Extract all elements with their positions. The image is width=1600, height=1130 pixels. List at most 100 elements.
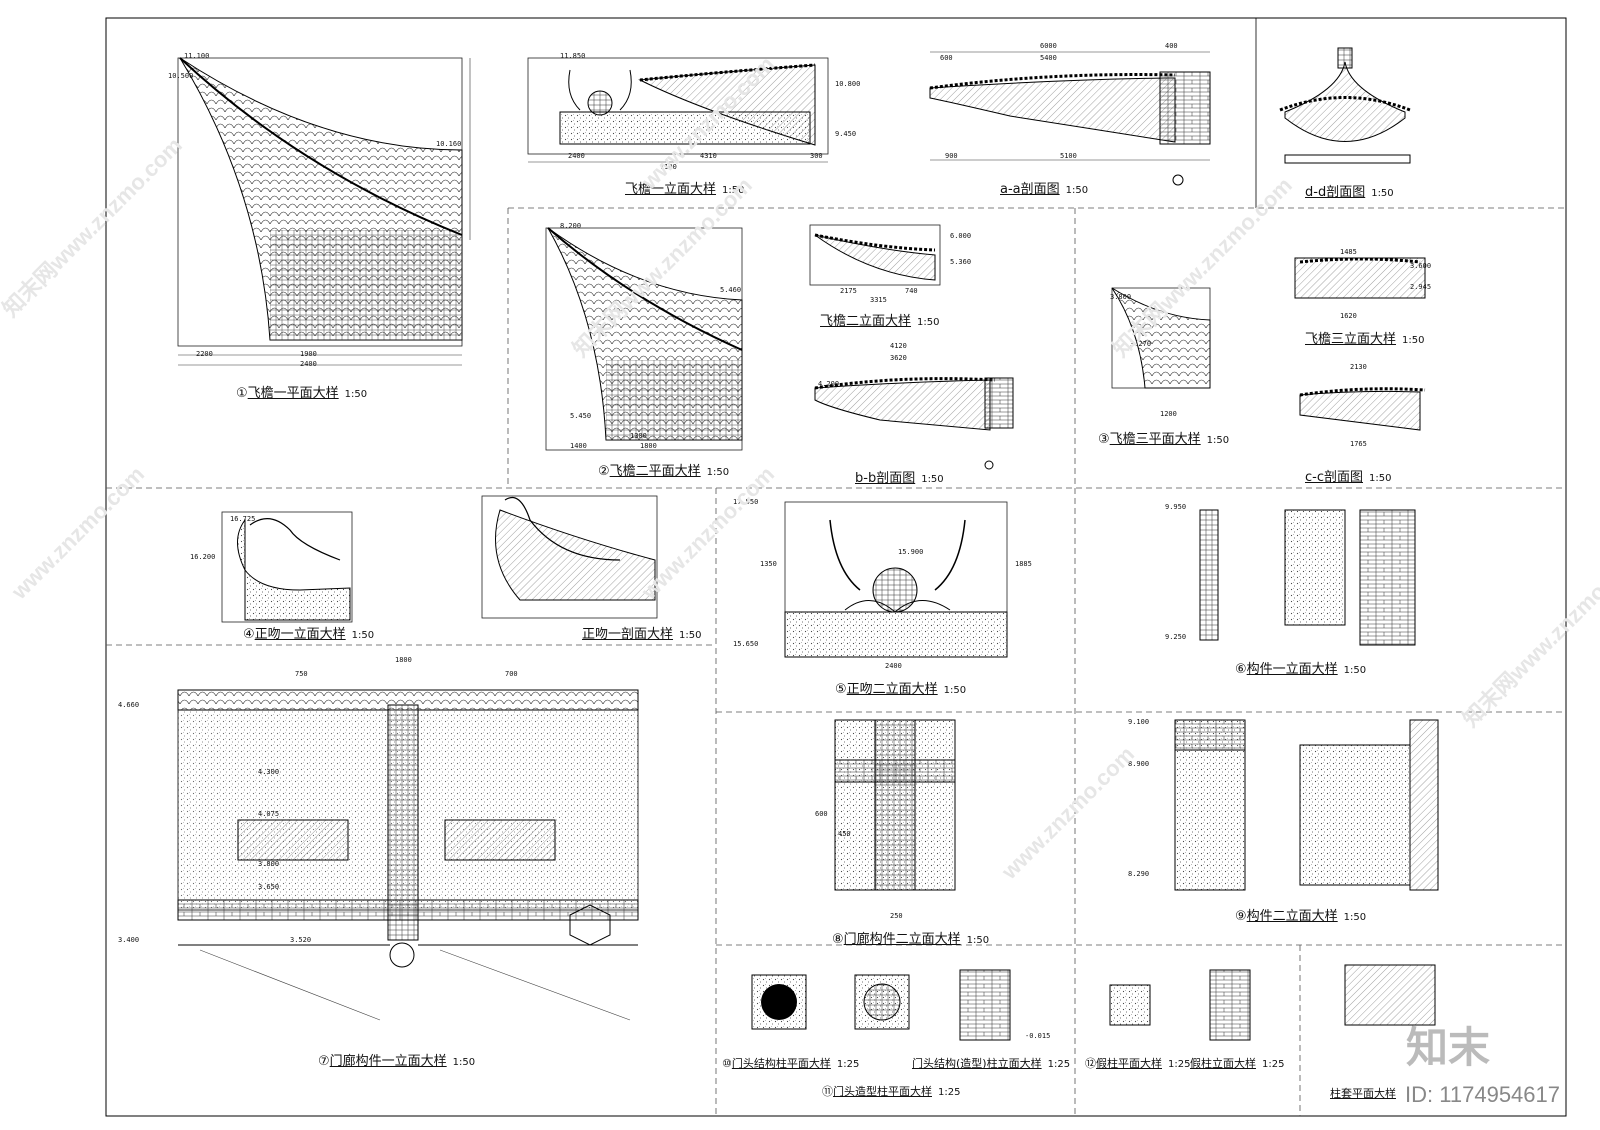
dim-label: 1800 — [395, 656, 412, 664]
dim-label: 11.850 — [560, 52, 586, 60]
dim-label: 2130 — [1350, 363, 1367, 371]
plan-eave-3 — [1111, 257, 1426, 431]
dim-label: 4310 — [700, 152, 717, 160]
dim-label: 5400 — [1040, 54, 1057, 62]
dim-label: 1620 — [1340, 312, 1357, 320]
dim-label: 10.500 — [168, 72, 194, 80]
dim-label: 1765 — [1350, 440, 1367, 448]
dim-label: 600 — [815, 810, 828, 818]
dim-label: 740 — [905, 287, 918, 295]
dim-label: 2175 — [840, 287, 857, 295]
brand-logo: 知末 — [1405, 1024, 1490, 1071]
plan-eave-2 — [545, 227, 743, 451]
dim-label: 16.200 — [190, 553, 216, 561]
dim-label: 900 — [945, 152, 958, 160]
dim-label: 2400 — [885, 662, 902, 670]
dim-label: 750 — [295, 670, 308, 678]
dim-label: 2400 — [568, 152, 585, 160]
dim-label: 1350 — [760, 560, 777, 568]
dim-label: 3.800 — [1110, 293, 1132, 301]
dim-label: 1300 — [630, 432, 647, 440]
dim-label: 3.520 — [290, 936, 312, 944]
porch-component-1 — [177, 689, 639, 1021]
dim-label: 2.945 — [1410, 283, 1432, 291]
dim-label: 450 — [838, 830, 851, 838]
dim-label: 6.000 — [950, 232, 972, 240]
dim-label: 1400 — [570, 442, 587, 450]
dim-label: 10.160 — [436, 140, 462, 148]
dim-label: 9.250 — [1165, 633, 1187, 641]
dim-label: 9.450 — [835, 130, 857, 138]
dim-label: 4.200 — [818, 380, 840, 388]
dim-label: 300 — [810, 152, 823, 160]
dim-label: 3.800 — [258, 860, 280, 868]
dim-label: 4.075 — [258, 810, 280, 818]
elevation-eave-2 — [809, 224, 941, 286]
plan-eave-1 — [177, 57, 471, 366]
dim-label: 8.290 — [1128, 870, 1150, 878]
dim-label: 1800 — [640, 442, 657, 450]
dim-label: 3.650 — [258, 883, 280, 891]
panel-title-13: 柱套平面大样 — [1330, 1087, 1396, 1100]
dim-label: -0.015 — [1025, 1032, 1051, 1040]
ridge-ornament-2 — [784, 501, 1008, 658]
dim-label: 1485 — [1340, 248, 1357, 256]
dim-label: 2200 — [196, 350, 213, 358]
dim-label: 8.900 — [1128, 760, 1150, 768]
dim-label: 5.460 — [720, 286, 742, 294]
dim-label: 700 — [505, 670, 518, 678]
dim-label: 6000 — [1040, 42, 1057, 50]
dim-label: 5.360 — [950, 258, 972, 266]
dim-label: 2400 — [300, 360, 317, 368]
section-d-d — [1279, 47, 1411, 164]
component-1-elevation — [1199, 509, 1416, 646]
dim-label: 3.600 — [1410, 262, 1432, 270]
dim-label: 9.950 — [1165, 503, 1187, 511]
dim-label: 400 — [1165, 42, 1178, 50]
dim-label: 7100 — [660, 163, 677, 171]
dim-label: 11.100 — [184, 52, 210, 60]
dim-label: 10.800 — [835, 80, 861, 88]
elevation-eave-1 — [527, 57, 829, 163]
dim-label: 9.100 — [1128, 718, 1150, 726]
component-2-elevation — [1174, 719, 1439, 891]
dim-label: 17.550 — [733, 498, 759, 506]
porch-component-2 — [834, 719, 956, 891]
dim-label: 1900 — [300, 350, 317, 358]
dim-label: 15.650 — [733, 640, 759, 648]
column-details — [751, 964, 1436, 1041]
dim-label: 250 — [890, 912, 903, 920]
dim-label: 3620 — [890, 354, 907, 362]
dim-label: 4120 — [890, 342, 907, 350]
section-a-a — [929, 51, 1211, 186]
image-id: ID: 1174954617 — [1405, 1082, 1560, 1107]
section-b-b — [814, 377, 1014, 470]
dim-label: 1885 — [1015, 560, 1032, 568]
dim-label: 4.300 — [258, 768, 280, 776]
dim-label: 15.900 — [898, 548, 924, 556]
dim-label: 1200 — [1160, 410, 1177, 418]
dim-label: 3315 — [870, 296, 887, 304]
dim-label: 16.725 — [230, 515, 256, 523]
